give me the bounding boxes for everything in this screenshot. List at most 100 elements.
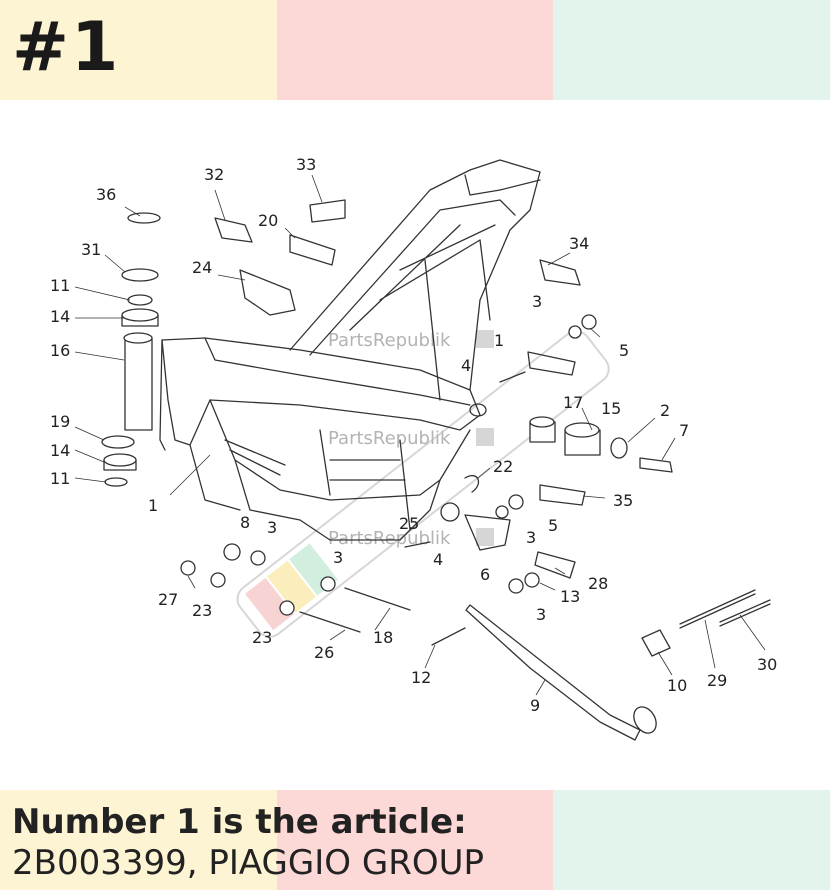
footrests-upper (214, 199, 586, 551)
steering-tube-16 (124, 337, 153, 431)
header-band-segment-mint (553, 0, 830, 100)
spring-29 (679, 589, 756, 629)
washer-23 (279, 600, 295, 616)
callout-15: 15 (601, 399, 621, 418)
nut-11-top (127, 294, 153, 306)
callout-4: 4 (433, 550, 443, 569)
callout-30: 30 (757, 655, 777, 674)
footer-band (0, 790, 830, 890)
header-band-segment-pink (277, 0, 553, 100)
washer-3-mid (495, 505, 509, 519)
washer-19 (101, 435, 135, 449)
callout-29: 29 (707, 671, 727, 690)
washer-3-low (508, 578, 524, 594)
footrest-right (527, 351, 576, 376)
callout-26: 26 (314, 643, 334, 662)
callout-8: 8 (240, 513, 250, 532)
rubber-10 (641, 629, 671, 657)
footrest-24 (239, 269, 296, 316)
watermark: PartsRepublik PartsRepublik PartsRepubli… (236, 330, 610, 638)
nut-27 (180, 560, 196, 576)
callout-24: 24 (192, 258, 212, 277)
nut-5-upper (581, 314, 597, 330)
callout-23: 23 (192, 601, 212, 620)
header-band (0, 0, 830, 100)
nut-13 (524, 572, 540, 588)
callout-7: 7 (679, 421, 689, 440)
footer-band-segment-pink (277, 790, 553, 890)
callout-25: 25 (399, 514, 419, 533)
bracket-28 (534, 551, 576, 579)
callout-9: 9 (530, 696, 540, 715)
washer-3-left (250, 550, 266, 566)
nut-8 (223, 543, 241, 561)
watermark-brand-stripe (236, 330, 610, 638)
callout-35: 35 (613, 491, 633, 510)
callout-19: 19 (50, 412, 70, 431)
callout-2: 2 (660, 401, 670, 420)
bolt-4-lower (404, 541, 431, 548)
hardware (180, 314, 673, 646)
callout-23: 23 (252, 628, 272, 647)
callout-27: 27 (158, 590, 178, 609)
side-stand-9 (465, 604, 641, 741)
callout-1: 1 (494, 331, 504, 350)
washer-31 (121, 268, 159, 282)
callout-3: 3 (536, 605, 546, 624)
callout-36: 36 (96, 185, 116, 204)
callout-labels: 36 32 33 20 34 31 24 11 14 3 16 1 4 5 17… (50, 155, 777, 715)
watermark-gear-icon (476, 528, 494, 546)
callout-3: 3 (532, 292, 542, 311)
callout-34: 34 (569, 234, 589, 253)
side-stand-assembly (465, 589, 771, 741)
part-number-badge: #1 (12, 8, 121, 87)
callout-14: 14 (50, 441, 70, 460)
washer-23-left (210, 572, 226, 588)
exploded-parts-diagram: PartsRepublik PartsRepublik PartsRepubli… (0, 100, 830, 790)
footrest-20 (289, 234, 336, 266)
watermark-text-1: PartsRepublik (328, 330, 451, 351)
callout-4: 4 (461, 356, 471, 375)
callout-22: 22 (493, 457, 513, 476)
callout-6: 6 (480, 565, 490, 584)
callout-12: 12 (411, 668, 431, 687)
callout-3: 3 (267, 518, 277, 537)
washer-36 (127, 212, 161, 224)
bolt-18 (344, 587, 411, 611)
watermark-text-2: PartsRepublik (328, 428, 451, 449)
washer-3-centre (320, 576, 336, 592)
header-band-segment-yellow (0, 0, 277, 100)
callout-10: 10 (667, 676, 687, 695)
footer-band-segment-mint (553, 790, 830, 890)
callout-14: 14 (50, 307, 70, 326)
spring-30 (719, 599, 771, 627)
callout-3: 3 (526, 528, 536, 547)
footrest-35 (539, 484, 586, 506)
bolt-12 (431, 627, 466, 646)
watermark-gear-icon (476, 428, 494, 446)
callout-3: 3 (333, 548, 343, 567)
callout-17: 17 (563, 393, 583, 412)
bolt-7 (639, 457, 673, 473)
spring-22 (464, 475, 480, 493)
footrest-6 (464, 514, 511, 551)
callout-18: 18 (373, 628, 393, 647)
nut-11-bottom (104, 477, 128, 487)
callout-11: 11 (50, 469, 70, 488)
bolt-26 (299, 611, 361, 633)
callout-31: 31 (81, 240, 101, 259)
callout-1: 1 (148, 496, 158, 515)
steering-stack (101, 212, 161, 487)
callout-16: 16 (50, 341, 70, 360)
callout-13: 13 (560, 587, 580, 606)
callout-20: 20 (258, 211, 278, 230)
leader-lines (74, 174, 766, 696)
footer-band-segment-yellow (0, 790, 277, 890)
callout-33: 33 (296, 155, 316, 174)
bolt-4-upper (499, 371, 526, 383)
washer-3-upper (568, 325, 582, 339)
nut-5-mid (508, 494, 524, 510)
caption-heading: Number 1 is the article: (12, 802, 467, 842)
callout-5: 5 (548, 516, 558, 535)
callout-5: 5 (619, 341, 629, 360)
